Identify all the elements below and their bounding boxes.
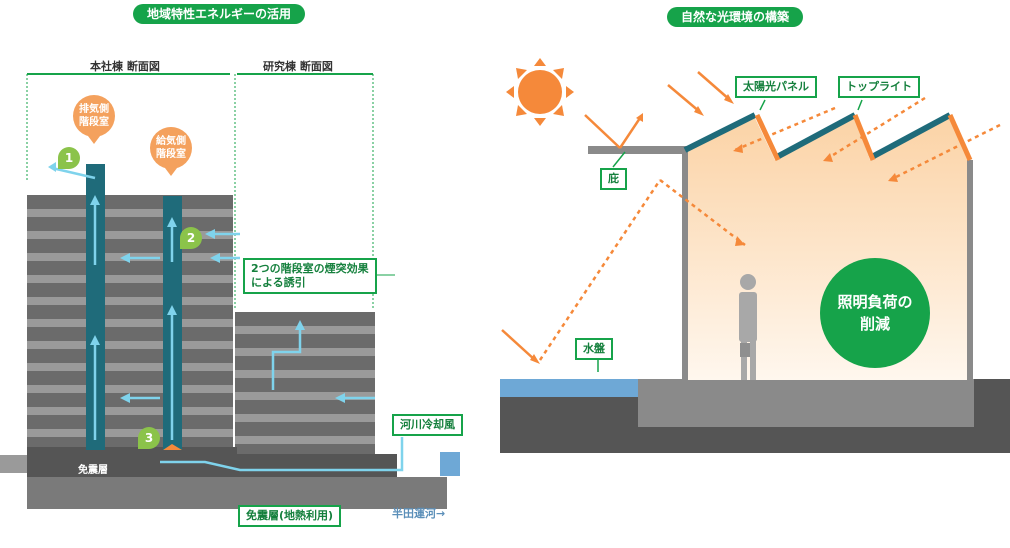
water-basin-label: 水盤 xyxy=(575,338,613,360)
sun-icon xyxy=(506,58,574,126)
eaves-label: 庇 xyxy=(600,168,627,190)
toplight-label: トップライト xyxy=(838,76,920,98)
isolation-floor-label: 免震層 xyxy=(78,465,108,476)
exhaust-shaft xyxy=(86,164,105,450)
isolation-geo-label: 免震層(地熱利用) xyxy=(238,505,342,527)
main-building-section-label: 本社棟 断面図 xyxy=(90,60,160,73)
lighting-load-circle: 照明負荷の 削減 xyxy=(820,258,930,368)
lab-building-section-label: 研究棟 断面図 xyxy=(263,60,333,73)
left-title: 地域特性エネルギーの活用 xyxy=(133,4,306,24)
exhaust-stair-bubble: 排気側 階段室 xyxy=(73,95,115,137)
solar-panel-label: 太陽光パネル xyxy=(735,76,817,98)
right-title: 自然な光環境の構築 xyxy=(667,7,804,27)
marker-1: 1 xyxy=(58,147,80,169)
marker-2: 2 xyxy=(180,227,202,249)
marker-3: 3 xyxy=(138,427,160,449)
person-icon xyxy=(739,274,757,380)
supply-stair-bubble: 給気側 階段室 xyxy=(150,127,192,169)
river-wind-label: 河川冷却風 xyxy=(392,414,463,436)
chimney-effect-label: 2つの階段室の煙突効果 による誘引 xyxy=(243,258,377,294)
canal-label: 半田運河→ xyxy=(392,507,446,520)
